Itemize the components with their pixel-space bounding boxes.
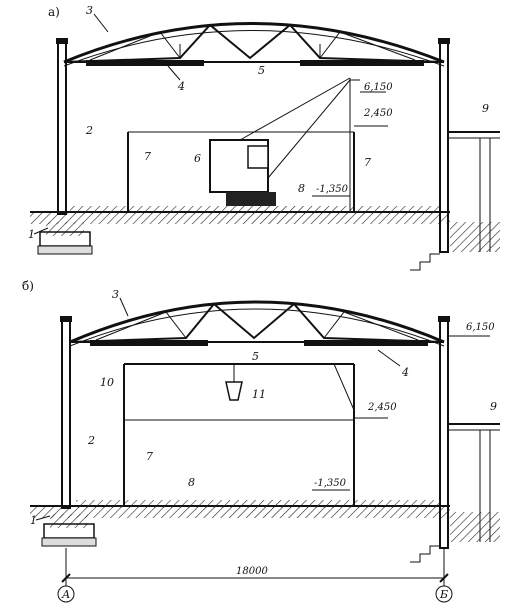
arch-top-chord — [63, 22, 445, 64]
svg-text:6,150: 6,150 — [466, 322, 495, 333]
svg-text:10: 10 — [100, 376, 114, 389]
svg-text:1: 1 — [28, 228, 35, 241]
svg-text:8: 8 — [188, 476, 195, 489]
svg-text:4: 4 — [401, 366, 409, 379]
svg-text:4: 4 — [177, 80, 185, 93]
elevation-markers-a: 6,150 2,450 -1,350 — [312, 79, 393, 197]
callouts-a: 1 2 3 4 5 6 7 7 8 9 — [28, 4, 489, 241]
foundation-left-footing — [37, 245, 93, 255]
crane-tracks — [226, 192, 276, 206]
crane-rail-left — [86, 60, 204, 66]
svg-text:5: 5 — [258, 64, 265, 77]
column-cap-left — [56, 38, 68, 44]
frame-crane — [123, 363, 355, 506]
svg-text:2: 2 — [85, 124, 93, 137]
svg-text:1: 1 — [30, 514, 37, 527]
callouts-b: 1 2 3 4 5 7 8 9 10 11 — [30, 288, 497, 527]
svg-text:8: 8 — [298, 182, 305, 195]
panel-a-label: а) — [48, 5, 60, 19]
span-dimension: 18000 А Б — [57, 548, 453, 603]
svg-text:6: 6 — [194, 152, 201, 165]
elevation-top-a: 6,150 — [364, 82, 393, 93]
svg-text:7: 7 — [146, 450, 153, 463]
annex-a — [410, 131, 500, 271]
svg-text:11: 11 — [252, 388, 266, 401]
floor-slab — [70, 206, 440, 214]
foundation-left — [46, 222, 84, 236]
svg-text:5: 5 — [252, 350, 259, 363]
column-left-b — [61, 319, 71, 509]
svg-text:-1,350: -1,350 — [314, 478, 347, 489]
column-left — [57, 41, 67, 215]
elevation-low-a: -1,350 — [316, 184, 349, 195]
panel-a: а) — [28, 4, 500, 271]
svg-text:2: 2 — [87, 434, 95, 447]
svg-text:9: 9 — [490, 400, 497, 413]
mobile-crane — [209, 77, 351, 212]
svg-text:7: 7 — [144, 150, 151, 163]
axis-label-right: Б — [439, 588, 448, 601]
svg-text:3: 3 — [86, 4, 93, 17]
crane-boom-1 — [239, 77, 351, 141]
elevation-mid-a: 2,450 — [363, 108, 393, 119]
column-cap-right — [438, 38, 450, 44]
ground-hatch — [30, 212, 450, 224]
panel-b: б) — [22, 279, 500, 603]
svg-text:3: 3 — [112, 288, 119, 301]
panel-b-label: б) — [22, 279, 34, 293]
elevation-markers-b: 6,150 2,450 -1,350 — [312, 322, 495, 491]
annex-b — [410, 423, 500, 563]
hook-block — [225, 381, 243, 401]
axis-bubble-right — [435, 585, 453, 603]
svg-text:2,450: 2,450 — [367, 402, 397, 413]
arch-inner-chord — [63, 30, 445, 67]
crane-boom-2 — [267, 79, 351, 179]
axis-label-left: А — [61, 588, 70, 601]
ground-hatch-b — [30, 506, 450, 518]
svg-text:9: 9 — [482, 102, 489, 115]
svg-text:7: 7 — [364, 156, 371, 169]
crane-rail-right — [300, 60, 424, 66]
stairs-a — [410, 253, 440, 271]
axis-bubble-left — [57, 585, 75, 603]
span-value: 18000 — [236, 566, 268, 577]
